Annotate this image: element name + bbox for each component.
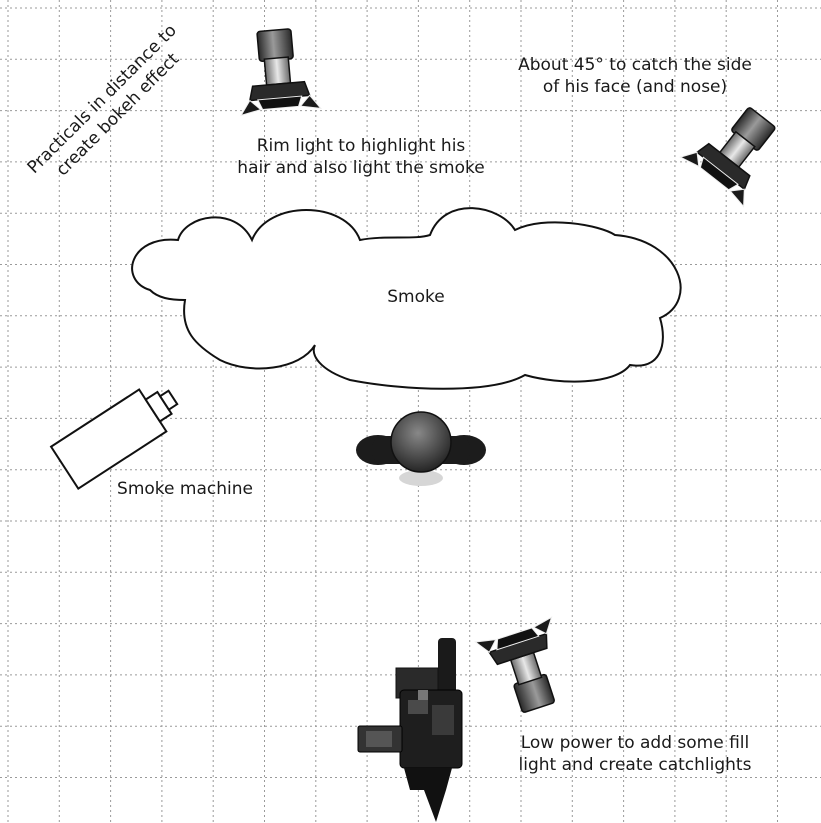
smoke-machine-icon — [51, 376, 186, 488]
subject-icon — [356, 412, 486, 486]
key-light-icon — [681, 93, 795, 207]
key-light-line-2: of his face (and nose) — [490, 76, 780, 98]
key-light-line-1: About 45° to catch the side — [490, 54, 780, 76]
fill-light-line-2: light and create catchlights — [490, 754, 780, 776]
rim-light-icon — [234, 27, 321, 116]
key-light-label: About 45° to catch the side of his face … — [490, 54, 780, 98]
fill-light-icon — [475, 617, 576, 720]
smoke-label: Smoke — [366, 286, 466, 308]
fill-light-line-1: Low power to add some fill — [490, 732, 780, 754]
camera-icon — [358, 638, 462, 822]
rim-light-line-1: Rim light to highlight his — [216, 135, 506, 157]
rim-light-line-2: hair and also light the smoke — [216, 157, 506, 179]
fill-light-label: Low power to add some fill light and cre… — [490, 732, 780, 776]
rim-light-label: Rim light to highlight his hair and also… — [216, 135, 506, 179]
smoke-machine-label: Smoke machine — [100, 478, 270, 500]
